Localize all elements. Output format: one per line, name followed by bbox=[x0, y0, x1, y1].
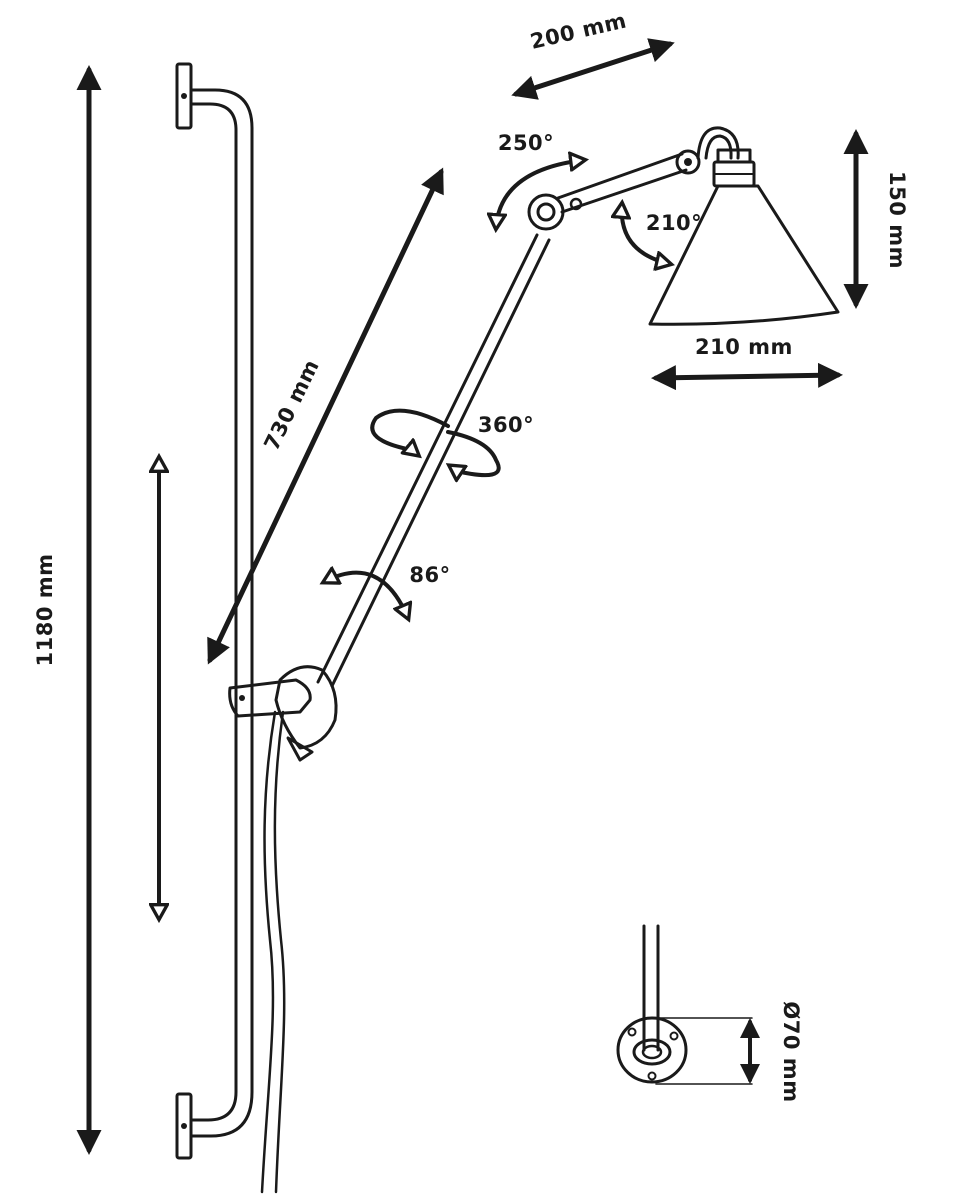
lamp-shade bbox=[648, 126, 840, 326]
head-joint bbox=[675, 149, 701, 175]
top-mount-plate bbox=[175, 62, 193, 130]
arm-tilt-arrow bbox=[324, 573, 408, 618]
shade-width-arrow bbox=[651, 362, 843, 391]
shade-rotation-arrow bbox=[496, 160, 584, 228]
bottom-mount-plate bbox=[175, 1092, 193, 1160]
wall-rail bbox=[175, 62, 254, 1160]
shade-height-label: 150 mm bbox=[885, 171, 909, 269]
arm-rotation-arrow bbox=[370, 408, 501, 476]
rail-tube bbox=[189, 88, 254, 1138]
power-cable bbox=[260, 710, 277, 1194]
shade-width-label: 210 mm bbox=[695, 335, 793, 359]
elbow-joint bbox=[527, 193, 565, 231]
reach-arrow bbox=[511, 38, 675, 100]
shade-tilt-arrow bbox=[622, 204, 670, 264]
rail-clamp bbox=[228, 665, 338, 762]
cone-shade bbox=[648, 184, 840, 326]
shade-tilt-label: 210° bbox=[646, 211, 702, 235]
arm-tilt-label: 86° bbox=[409, 563, 450, 587]
shade-rotation-label: 250° bbox=[498, 131, 554, 155]
base-diameter-label: Ø70 mm bbox=[779, 1001, 803, 1102]
base-detail bbox=[616, 924, 753, 1085]
total-height-label: 1180 mm bbox=[33, 553, 57, 666]
base-plate bbox=[616, 1016, 688, 1084]
arm-rotation-label: 360° bbox=[478, 413, 534, 437]
reach-label: 200 mm bbox=[528, 8, 629, 53]
arm-length-arrow bbox=[207, 167, 444, 665]
